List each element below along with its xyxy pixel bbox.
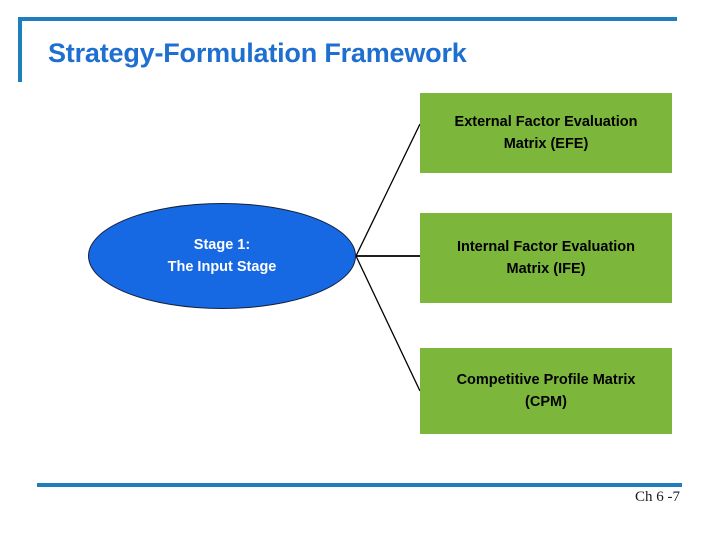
connector-line-efe — [355, 123, 421, 257]
ife-matrix-line2: Matrix (IFE) — [506, 261, 586, 277]
stage-1-line2: The Input Stage — [167, 259, 277, 275]
efe-matrix-line1: External Factor Evaluation — [454, 113, 638, 130]
stage-1-line1: Stage 1: — [193, 236, 251, 253]
header-rule-left — [18, 17, 22, 82]
ife-matrix-line1: Internal Factor Evaluation — [456, 238, 636, 255]
page-title: Strategy-Formulation Framework — [48, 38, 467, 68]
ife-matrix-box: Internal Factor Evaluation Matrix (IFE) — [420, 213, 672, 303]
footer-rule — [37, 483, 682, 487]
connector-line-cpm — [355, 255, 421, 392]
footer-reference: Ch 6 -7 — [635, 489, 680, 505]
stage-1-ellipse: Stage 1: The Input Stage — [88, 203, 356, 309]
cpm-matrix-line2: (CPM) — [525, 394, 567, 410]
efe-matrix-box: External Factor Evaluation Matrix (EFE) — [420, 93, 672, 173]
efe-matrix-line2: Matrix (EFE) — [503, 136, 589, 152]
cpm-matrix-box: Competitive Profile Matrix (CPM) — [420, 348, 672, 434]
header-rule-top — [18, 17, 677, 21]
cpm-matrix-line1: Competitive Profile Matrix — [456, 371, 636, 388]
